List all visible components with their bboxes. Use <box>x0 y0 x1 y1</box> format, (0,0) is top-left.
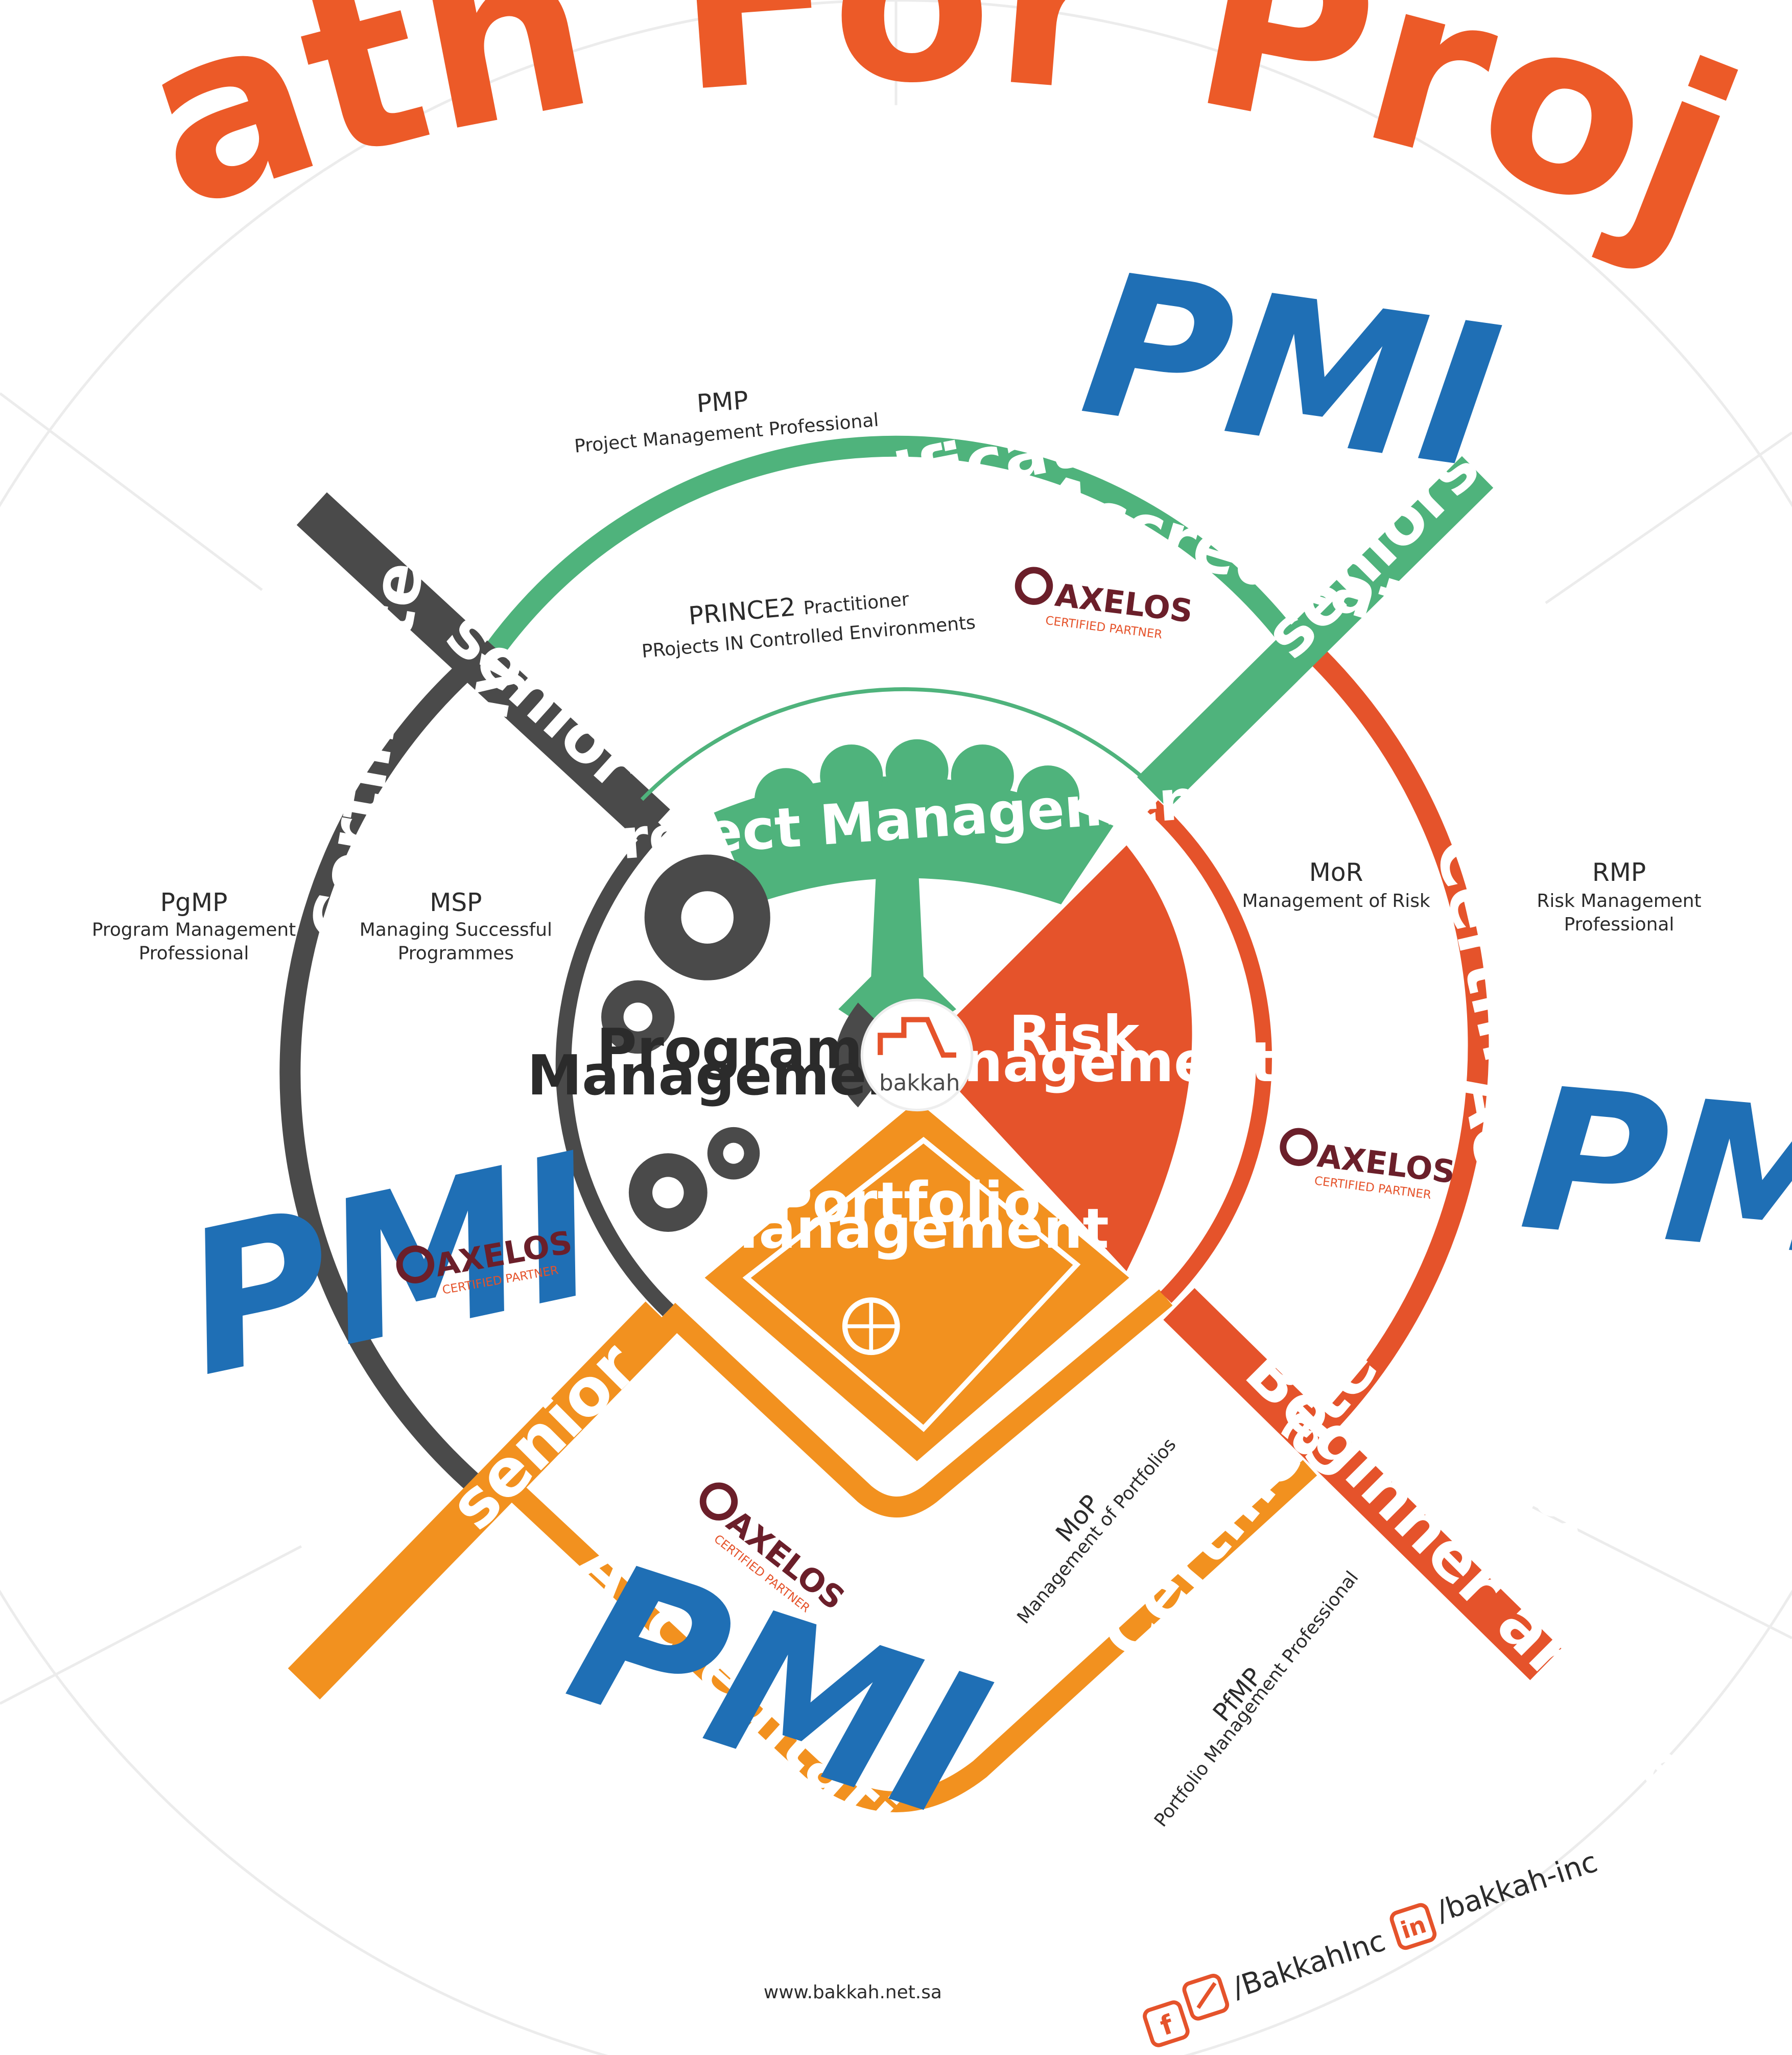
linkedin-icon[interactable] <box>1389 1903 1437 1950</box>
seniors-bar-top-right <box>1137 456 1494 809</box>
page-title: Certification Path For Project Managers <box>0 0 1771 293</box>
beginner-bar-bottom-right <box>1163 1288 1562 1680</box>
portfolio-inner-path <box>661 1289 1173 1517</box>
project-management-gear <box>714 739 1114 1049</box>
senior-bar-bottom-left <box>288 1301 678 1700</box>
rmp-full-2: Professional <box>1564 914 1675 935</box>
pgmp-name: PgMP <box>160 889 228 917</box>
risk-inner-arc <box>1147 800 1272 1303</box>
risk-management-saw <box>956 845 1192 1271</box>
project-tick-arc <box>640 687 1154 801</box>
pmp-name: PMP <box>696 386 749 418</box>
social-handle[interactable]: /BakkahInc <box>1229 1924 1389 2005</box>
linkedin-link[interactable]: in /bakkah-inc <box>1389 1846 1604 1950</box>
portfolio-management-label-1: Portfolio <box>772 1171 1041 1235</box>
rmp-full-1: Risk Management <box>1537 891 1701 912</box>
mor-name: MoR <box>1309 858 1363 887</box>
prince2-suffix: Practitioner <box>803 589 910 619</box>
program-management-label-1: Program <box>597 1017 863 1081</box>
bakkah-logo: bakkah <box>860 998 974 1112</box>
pgmp-full-2: Professional <box>139 943 249 964</box>
axelos-logo-top: AXELOS CERTIFIED PARTNER <box>1015 567 1195 642</box>
project-outer-arc <box>486 435 1306 656</box>
portfolio-management-label-2: Management <box>704 1197 1109 1261</box>
program-inner-arc <box>555 820 674 1316</box>
pmi-logo-top: PMI <box>1071 229 1512 513</box>
facebook-icon[interactable] <box>1143 2000 1190 2047</box>
pgmp-full-1: Program Management <box>92 919 296 940</box>
diagonal-bars <box>288 456 1562 1700</box>
risk-outer-arc <box>1309 648 1489 1436</box>
twitter-icon[interactable] <box>1182 1974 1230 2021</box>
msp-full-2: Programmes <box>398 943 514 964</box>
portfolio-outer-path <box>504 1460 1317 1813</box>
axelos-logo-right: AXELOS CERTIFIED PARTNER <box>1280 1128 1457 1202</box>
svg-text:in: in <box>1397 1910 1429 1944</box>
msp-name: MSP <box>430 889 482 917</box>
program-gears <box>601 854 904 1232</box>
pmi-logo-right: PMI <box>1514 1044 1792 1309</box>
risk-management-label-1: Risk <box>1009 1005 1141 1068</box>
linkedin-handle[interactable]: /bakkah-inc <box>1432 1846 1601 1929</box>
mor-full: Management of Risk <box>1242 891 1430 912</box>
rmp-name: RMP <box>1592 858 1646 887</box>
senior-bar-top-left <box>296 492 670 843</box>
svg-text:f: f <box>1157 2009 1177 2042</box>
msp-full-1: Managing Successful <box>360 919 552 940</box>
program-outer-arc <box>279 647 489 1496</box>
bakkah-logo-text: bakkah <box>879 1070 960 1096</box>
footer-url[interactable]: www.bakkah.net.sa <box>764 1982 942 2003</box>
portfolio-management-diamond <box>704 1101 1129 1461</box>
